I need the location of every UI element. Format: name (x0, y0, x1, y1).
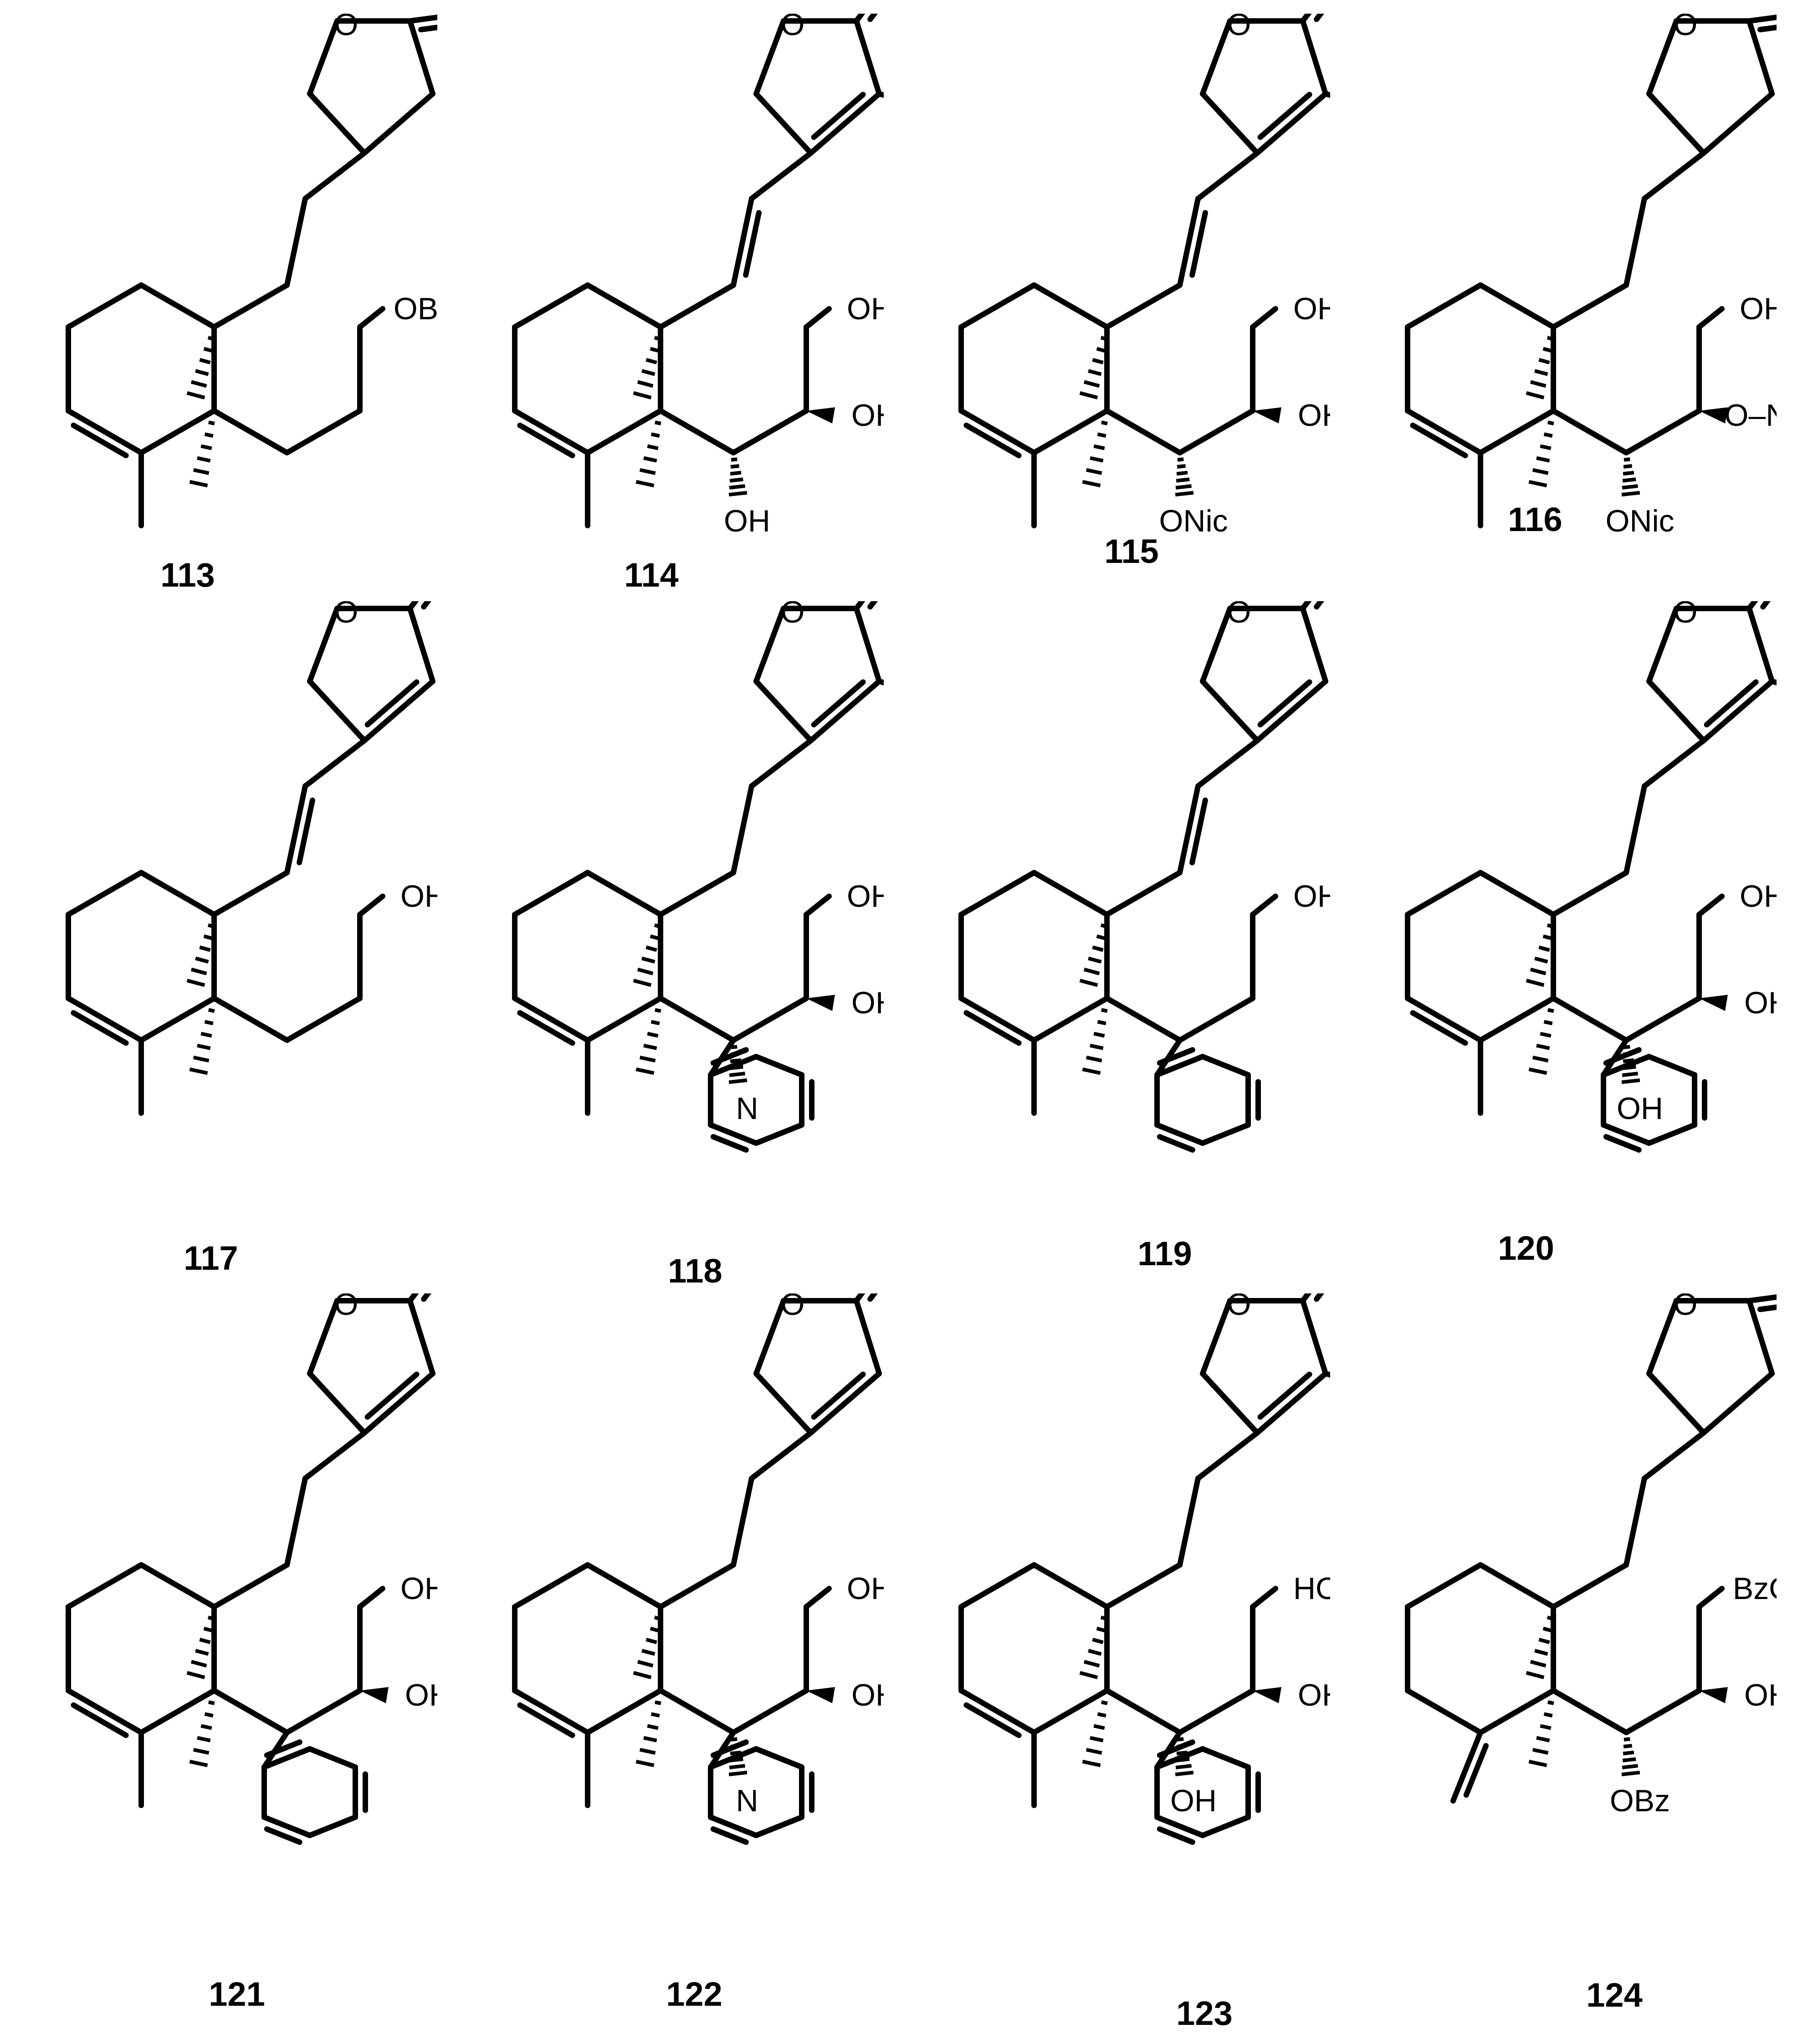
substituent-label: OH (851, 1678, 884, 1712)
compound-structure-118: OOOHOHNN118 (456, 601, 884, 1288)
substituent-label: OH (851, 986, 884, 1020)
structure-drawing-118: OOOHOHNN (512, 601, 884, 1153)
compound-structure-115: OOOHOHONicONic115 (902, 14, 1330, 597)
compound-number-119: 119 (1137, 1235, 1192, 1272)
substituent-label: OBz (1610, 1783, 1670, 1818)
compound-number-117: 117 (184, 1239, 238, 1277)
compound-number-114: 114 (624, 556, 679, 594)
structure-drawing-122: OOOHOHN (512, 1293, 884, 1845)
substituent-label: OH (724, 504, 770, 538)
substituent-label: OH (1744, 986, 1777, 1020)
structure-drawing-113: OOOBz (66, 14, 437, 528)
compound-structure-122: OOOHOHN122 (456, 1293, 884, 2011)
compound-structure-117: OOOH117 (9, 601, 437, 1275)
structure-drawing-115: OOOHOHONicONic (958, 14, 1330, 538)
substituent-label: OH (1298, 1678, 1330, 1712)
structure-drawing-114: OOOHOHOHOH (512, 14, 884, 538)
substituent-label: OH (847, 1571, 884, 1606)
structure-drawing-116: OOOHO–NicONic (1405, 14, 1777, 538)
substituent-label: N (736, 1091, 758, 1126)
lactone-ring-oxygen: O (334, 14, 359, 42)
structure-drawing-123: OOHOOHOHN (958, 1293, 1330, 1845)
substituent-label: OH (400, 879, 437, 914)
substituent-label: HO (1293, 1571, 1330, 1606)
lactone-ring-oxygen: O (1227, 14, 1251, 42)
substituent-label: OH (405, 1678, 437, 1712)
compound-structure-119: OOOH119 (902, 601, 1330, 1271)
compound-number-124: 124 (1586, 1976, 1643, 2014)
compound-number-121: 121 (209, 1975, 265, 2013)
compound-structure-116: OOOHO–NicONic116 (1348, 14, 1777, 597)
lactone-ring-oxygen: O (1674, 601, 1698, 629)
lactone-ring-oxygen: O (1674, 14, 1698, 42)
substituent-label: N (736, 1783, 758, 1818)
lactone-ring-oxygen: O (781, 1293, 805, 1322)
structure-drawing-121: OOOHOH (66, 1293, 437, 1845)
lactone-ring-oxygen: O (781, 601, 805, 629)
compound-structure-120: OOOHOHOHN120 (1348, 601, 1777, 1265)
substituent-label: OH (1293, 879, 1330, 914)
substituent-label: O–Nic (1725, 398, 1777, 433)
lactone-ring-oxygen: O (1227, 1293, 1251, 1322)
compound-number-120: 120 (1498, 1229, 1554, 1267)
compound-structure-121: OOOHOH121 (9, 1293, 437, 2011)
structure-drawing-124: OOBzOOHOBz (1405, 1293, 1777, 1818)
substituent-label: OH (400, 1571, 437, 1606)
substituent-label: OH (847, 879, 884, 914)
compound-number-122: 122 (666, 1975, 722, 2013)
compound-structure-113: OOOBz113 (9, 14, 437, 597)
compound-number-118: 118 (668, 1252, 722, 1290)
lactone-ring-oxygen: O (1227, 601, 1251, 629)
substituent-label: OH (1170, 1783, 1217, 1818)
lactone-ring-oxygen: O (334, 601, 359, 629)
substituent-label: OH (1298, 398, 1330, 433)
compound-structure-124: OOBzOOHOBz124 (1348, 1293, 1777, 2012)
substituent-label: OH (851, 398, 884, 433)
substituent-label: ONic (1159, 504, 1228, 538)
lactone-ring-oxygen: O (1674, 1293, 1698, 1322)
compound-number-123: 123 (1176, 1994, 1233, 2032)
substituent-label: BzO (1733, 1571, 1777, 1606)
substituent-label: OH (1617, 1091, 1663, 1126)
compound-structure-114: OOOHOHOHOH114 (456, 14, 884, 597)
substituent-label: OH (1293, 291, 1330, 326)
compound-number-113: 113 (160, 556, 215, 594)
structure-drawing-120: OOOHOHOHN (1405, 601, 1777, 1153)
compound-number-115: 115 (1104, 532, 1159, 570)
compound-structure-123: OOHOOHOHN123 (902, 1293, 1330, 2030)
substituent-label: OH (1744, 1678, 1777, 1712)
substituent-label: ONic (1605, 504, 1674, 538)
lactone-ring-oxygen: O (781, 14, 805, 42)
substituent-label: OH (1740, 879, 1777, 914)
lactone-ring-oxygen: O (334, 1293, 359, 1322)
substituent-label: OH (847, 291, 884, 326)
substituent-label: OH (1740, 291, 1777, 326)
substituent-label: OBz (394, 291, 437, 326)
compound-number-116: 116 (1508, 501, 1562, 538)
